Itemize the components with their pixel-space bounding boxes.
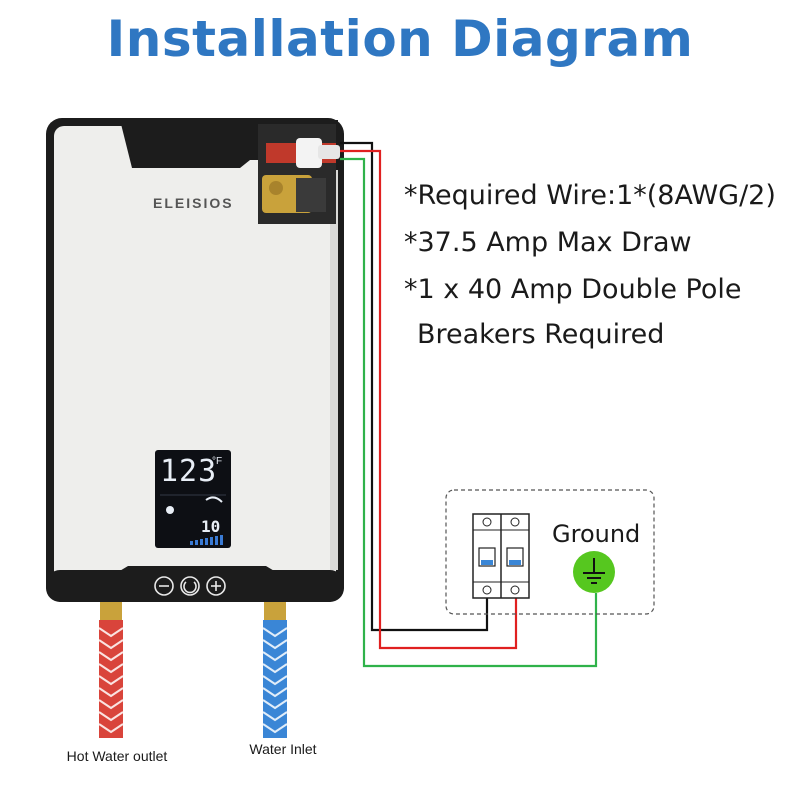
spec-required-wire: *Required Wire:1*(8AWG/2): [404, 180, 776, 211]
plus-button-icon: [206, 576, 226, 596]
water-inlet-label: Water Inlet: [249, 741, 317, 757]
brand-logo: ELEISIOS: [153, 195, 234, 211]
spec-breaker-required: Breakers Required: [417, 319, 665, 350]
page-title: Installation Diagram: [106, 10, 694, 68]
power-button-icon: [180, 576, 200, 596]
shower-icon: [205, 496, 223, 503]
droplet-icon: [166, 506, 174, 514]
display-temperature: 123: [160, 454, 218, 489]
terminal-compartment: [258, 124, 340, 224]
control-buttons: [154, 576, 226, 596]
display-unit: °F: [212, 456, 223, 467]
wires: [340, 141, 598, 668]
cold-fitting: [264, 602, 286, 620]
level-bars-icon: [190, 535, 223, 545]
water-heater: [46, 118, 344, 602]
hot-water-outlet-label: Hot Water outlet: [66, 748, 168, 764]
ground-icon: [573, 551, 615, 593]
water-inlet-hose: [262, 620, 288, 738]
breaker-enclosure: [445, 489, 655, 615]
green-wire: [340, 157, 598, 668]
red-wire: [340, 149, 518, 650]
spec-max-draw: *37.5 Amp Max Draw: [404, 227, 692, 258]
black-wire: [340, 141, 489, 632]
hot-fitting: [100, 602, 122, 620]
display-level: 10: [201, 517, 221, 536]
display-panel: [155, 450, 231, 548]
ground-label: Ground: [552, 520, 641, 548]
hot-water-hose: [98, 620, 124, 738]
double-pole-breaker: [472, 513, 530, 599]
minus-button-icon: [154, 576, 174, 596]
spec-breaker: *1 x 40 Amp Double Pole: [404, 274, 742, 305]
